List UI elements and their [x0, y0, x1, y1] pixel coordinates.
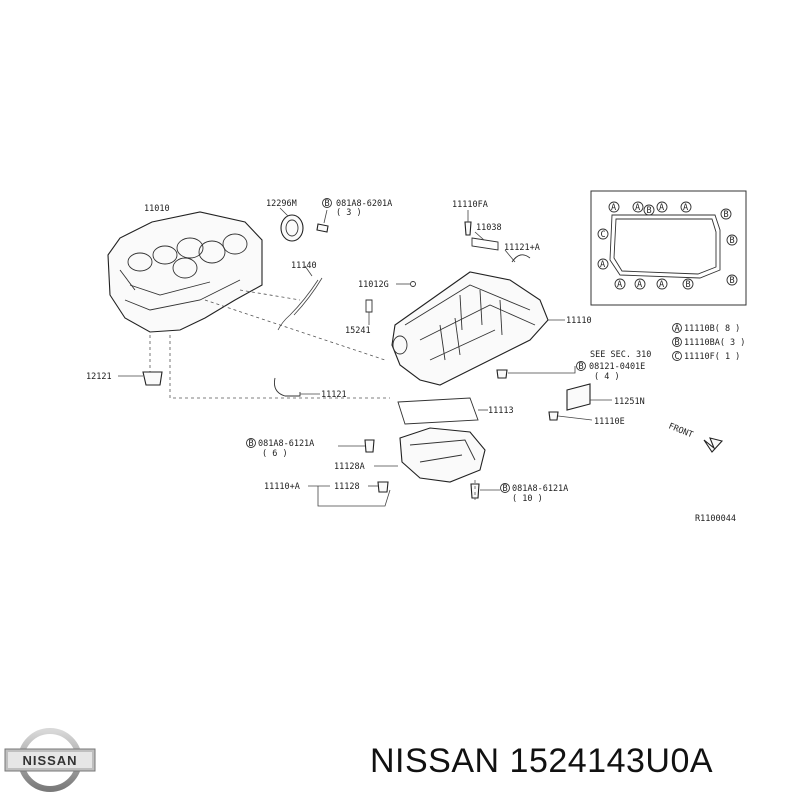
inset-circle-b-3: B: [726, 234, 738, 246]
label-15241: 15241: [345, 326, 371, 336]
label-081a8-6121a: 081A8-6121A: [258, 439, 314, 449]
label-qty-6: ( 6 ): [262, 449, 288, 459]
circle-b-4: B: [503, 484, 508, 494]
label-11113: 11113: [488, 406, 514, 416]
svg-text:B: B: [730, 276, 735, 286]
part-caption: NISSAN 1524143U0A: [370, 742, 714, 780]
circle-b-legend: B: [675, 338, 680, 348]
inset-circle-a-3: A: [656, 201, 668, 213]
lower-oil-pan: [399, 427, 486, 483]
inset-circle-c: C: [597, 228, 609, 240]
circle-c-legend: C: [675, 352, 680, 362]
legend-11110ba: 11110BA( 3 ): [684, 338, 745, 348]
label-11012g: 11012G: [358, 280, 389, 290]
circle-b-2: B: [579, 362, 584, 372]
gasket-inset-box: A A A A B B C A B B A A A B: [590, 190, 747, 306]
cylinder-block: [107, 211, 263, 333]
svg-text:B: B: [686, 280, 691, 290]
circle-a-legend: A: [675, 324, 680, 334]
legend-11110f: 11110F( 1 ): [684, 352, 740, 362]
front-arrow: FRONT: [667, 422, 724, 453]
svg-text:A: A: [659, 280, 664, 290]
nissan-logo: NISSAN: [4, 728, 96, 792]
label-12121: 12121: [86, 372, 112, 382]
inset-circle-a-6: A: [614, 278, 626, 290]
inset-circle-a-1: A: [608, 201, 620, 213]
label-see-sec-310: SEE SEC. 310: [590, 350, 651, 360]
svg-text:C: C: [601, 230, 606, 240]
label-11128: 11128: [334, 482, 360, 492]
circle-b-3: B: [249, 439, 254, 449]
label-qty-4: ( 4 ): [594, 372, 620, 382]
label-11140: 11140: [291, 261, 317, 271]
label-11110e: 11110E: [594, 417, 625, 427]
svg-text:A: A: [683, 203, 688, 213]
label-reference-code: R1100044: [695, 514, 736, 524]
inset-circle-b-1: B: [643, 204, 655, 216]
inset-circle-a-5: A: [597, 258, 609, 270]
inset-circle-b-4: B: [726, 274, 738, 286]
svg-text:B: B: [724, 210, 729, 220]
legend-11110b: 11110B( 8 ): [684, 324, 740, 334]
label-11128a: 11128A: [334, 462, 365, 472]
label-08121-0401e: 08121-0401E: [589, 362, 645, 372]
upper-oil-pan: [391, 271, 549, 386]
label-11110: 11110: [566, 316, 592, 326]
svg-text:B: B: [647, 206, 652, 216]
svg-text:A: A: [659, 203, 664, 213]
label-11121a: 11121+A: [504, 243, 540, 253]
svg-text:B: B: [730, 236, 735, 246]
label-front: FRONT: [667, 422, 694, 441]
logo-text: NISSAN: [22, 753, 77, 768]
label-12296m: 12296M: [266, 199, 297, 209]
inset-circle-a-2: A: [632, 201, 644, 213]
label-11251n: 11251N: [614, 397, 645, 407]
label-qty-10: ( 10 ): [512, 494, 543, 504]
svg-text:A: A: [617, 280, 622, 290]
label-qty-3: ( 3 ): [336, 208, 362, 218]
rear-oil-seal: [280, 214, 304, 242]
circle-b-1: B: [325, 199, 330, 209]
inset-circle-b-5: B: [682, 278, 694, 290]
inset-circle-a-7: A: [634, 278, 646, 290]
label-11110a: 11110+A: [264, 482, 300, 492]
svg-text:A: A: [611, 203, 616, 213]
inset-circle-a-4: A: [680, 201, 692, 213]
label-081a8-6121a-2: 081A8-6121A: [512, 484, 568, 494]
inset-circle-b-2: B: [720, 208, 732, 220]
inset-circle-a-8: A: [656, 278, 668, 290]
label-11038: 11038: [476, 223, 502, 233]
label-11110fa: 11110FA: [452, 200, 488, 210]
label-11010: 11010: [144, 204, 170, 214]
svg-text:A: A: [635, 203, 640, 213]
svg-text:A: A: [637, 280, 642, 290]
svg-text:A: A: [600, 260, 605, 270]
label-081a8-6201a: 081A8-6201A: [336, 199, 392, 209]
label-11121: 11121: [321, 390, 347, 400]
